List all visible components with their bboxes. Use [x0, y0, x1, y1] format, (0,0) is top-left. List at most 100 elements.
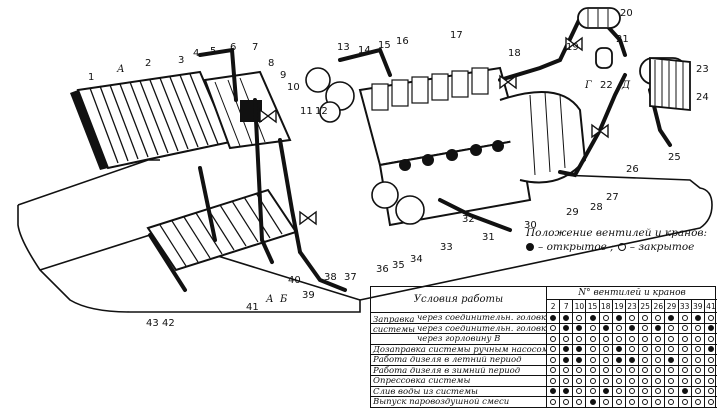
closed-marker-icon	[668, 335, 675, 342]
closed-marker-icon	[655, 388, 662, 395]
closed-marker-icon	[589, 325, 596, 332]
valve-number: 26	[651, 300, 664, 312]
state-cell	[559, 313, 572, 323]
row-condition: через соединительн. головку Б	[371, 323, 547, 333]
state-cell	[559, 334, 572, 344]
legend-title: Положение вентилей и кранов:	[526, 227, 708, 239]
closed-marker-icon	[602, 367, 609, 374]
open-marker-icon	[550, 388, 557, 395]
label-37: 37	[344, 272, 357, 283]
label-30: 30	[524, 220, 537, 231]
state-cell	[664, 376, 677, 386]
closed-marker-icon	[681, 367, 688, 374]
closed-marker-icon	[576, 314, 583, 321]
state-cell	[703, 397, 717, 407]
state-cell	[572, 355, 585, 365]
closed-marker-icon	[707, 314, 714, 321]
state-cell	[703, 344, 717, 354]
state-cell	[611, 365, 625, 375]
letter-a-top: А	[116, 64, 125, 75]
closed-marker-icon	[615, 388, 622, 395]
closed-marker-icon	[629, 314, 636, 321]
state-cell	[598, 355, 612, 365]
table-row: через горловину В	[371, 334, 717, 345]
open-dot-icon	[526, 243, 534, 251]
closed-marker-icon	[576, 335, 583, 342]
row-condition: Работа дизеля в летний период	[371, 355, 547, 365]
closed-marker-icon	[602, 398, 609, 405]
state-cell	[638, 344, 651, 354]
open-marker-icon	[589, 314, 596, 321]
state-cell	[547, 334, 559, 344]
state-cell	[703, 323, 717, 333]
state-cell	[598, 344, 612, 354]
valve-number: 19	[611, 300, 625, 312]
closed-marker-icon	[629, 388, 636, 395]
state-cell	[677, 355, 691, 365]
state-cell	[624, 355, 638, 365]
state-cell	[677, 397, 691, 407]
label-35: 35	[392, 260, 405, 271]
closed-marker-icon	[642, 388, 649, 395]
state-cell	[624, 334, 638, 344]
state-cell	[664, 323, 677, 333]
legend-row: – открытое ; – закрытое	[526, 240, 718, 254]
state-cell	[651, 323, 664, 333]
closed-marker-icon	[668, 398, 675, 405]
state-cell	[611, 323, 625, 333]
state-cell	[559, 365, 572, 375]
label-19: 19	[566, 42, 579, 53]
label-8: 8	[268, 58, 274, 69]
state-cell	[585, 376, 598, 386]
open-marker-icon	[707, 325, 714, 332]
closed-marker-icon	[589, 377, 596, 384]
state-cell	[598, 313, 612, 323]
open-marker-icon	[563, 314, 570, 321]
state-cell	[664, 344, 677, 354]
open-marker-icon	[694, 314, 701, 321]
table-row: Выпуск паровоздушной смеси	[371, 397, 717, 408]
closed-marker-icon	[576, 377, 583, 384]
table-num-header: N° вентилей и кранов	[547, 287, 717, 300]
closed-marker-icon	[550, 377, 557, 384]
state-cell	[638, 355, 651, 365]
state-cell	[651, 334, 664, 344]
table-row: через соединительн. головку А	[371, 313, 717, 324]
label-38: 38	[324, 272, 337, 283]
closed-marker-icon	[576, 367, 583, 374]
state-cell	[638, 313, 651, 323]
state-cell	[677, 334, 691, 344]
state-cell	[664, 355, 677, 365]
table-col-header: Условия работы	[371, 287, 547, 313]
state-cell	[585, 334, 598, 344]
closed-marker-icon	[629, 377, 636, 384]
state-cell	[703, 313, 717, 323]
closed-marker-icon	[694, 325, 701, 332]
closed-marker-icon	[707, 356, 714, 363]
oil-cooler	[649, 57, 691, 111]
valve-legend: Положение вентилей и кранов: – открытое …	[526, 226, 718, 254]
state-cell	[651, 397, 664, 407]
state-cell	[547, 324, 559, 334]
row-condition: через горловину В	[371, 334, 547, 344]
state-cell	[559, 323, 572, 333]
open-marker-icon	[563, 346, 570, 353]
state-cell	[651, 386, 664, 396]
state-cell	[664, 334, 677, 344]
closed-marker-icon	[694, 388, 701, 395]
closed-marker-icon	[668, 388, 675, 395]
label-21: 21	[616, 34, 629, 45]
label-25: 25	[668, 152, 681, 163]
closed-marker-icon	[602, 377, 609, 384]
table-row: Работа дизеля в зимний период	[371, 365, 717, 376]
state-cell	[559, 376, 572, 386]
state-cell	[690, 397, 704, 407]
state-cell	[690, 355, 704, 365]
valve-number: 23	[624, 300, 638, 312]
closed-marker-icon	[589, 335, 596, 342]
label-13: 13	[337, 42, 350, 53]
closed-marker-icon	[642, 314, 649, 321]
state-cell	[559, 397, 572, 407]
